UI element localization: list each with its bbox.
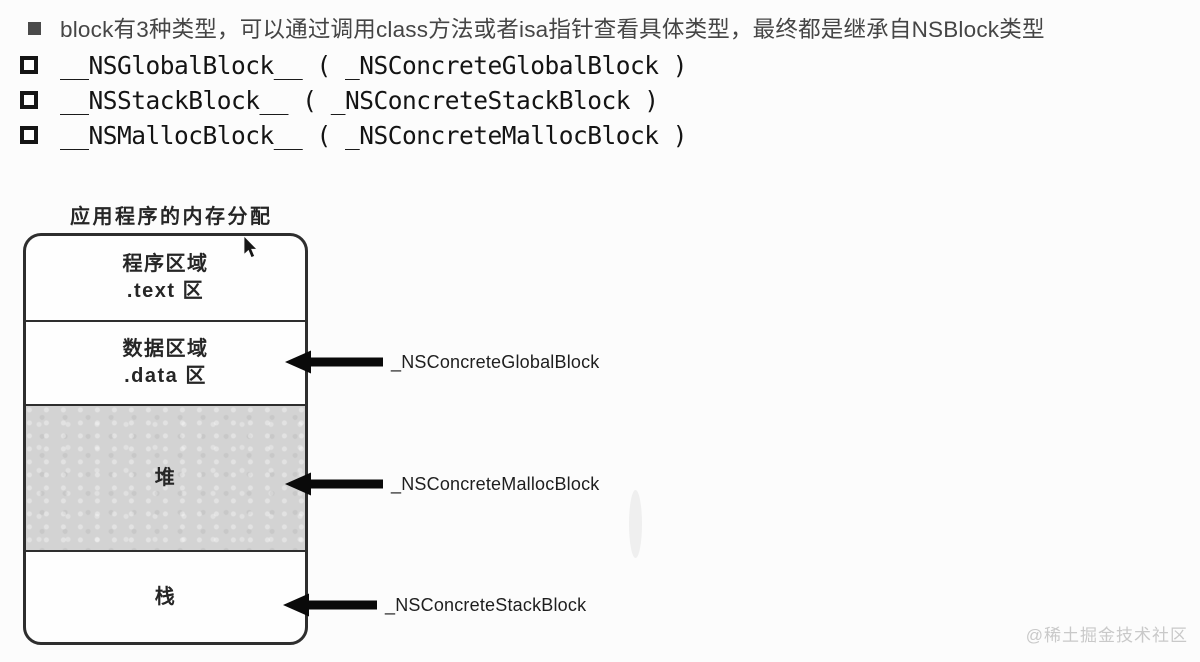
faint-smudge-artifact — [629, 490, 642, 558]
hollow-square-bullet-icon — [20, 91, 38, 109]
filled-square-bullet-icon — [28, 21, 41, 35]
left-arrow-icon — [283, 593, 377, 617]
annotation-malloc-block: _NSConcreteMallocBlock — [285, 470, 599, 498]
section-data-sublabel: .data 区 — [124, 365, 207, 387]
memory-section-heap: 堆 — [26, 404, 305, 550]
section-data-label: 数据区域 — [122, 338, 209, 360]
section-text-label: 程序区域 — [122, 253, 209, 275]
section-heap-label: 堆 — [154, 466, 177, 489]
annotation-stack-block: _NSConcreteStackBlock — [283, 591, 586, 619]
watermark: @稀土掘金技术社区 — [1025, 626, 1188, 645]
hollow-square-bullet-icon — [20, 126, 38, 144]
hollow-square-bullet-icon — [20, 56, 38, 74]
memory-section-text: 程序区域 .text 区 — [26, 236, 305, 320]
block-type-item-malloc: __NSMallocBlock__ ( _NSConcreteMallocBlo… — [20, 119, 688, 151]
annotation-global-block: _NSConcreteGlobalBlock — [285, 348, 600, 376]
left-arrow-icon — [285, 472, 383, 496]
mouse-arrow-cursor-icon — [243, 235, 258, 266]
annotation-malloc-label: _NSConcreteMallocBlock — [391, 473, 600, 494]
section-stack-label: 栈 — [154, 585, 177, 608]
block-type-item-stack: __NSStackBlock__ ( _NSConcreteStackBlock… — [20, 84, 659, 116]
memory-section-stack: 栈 — [26, 550, 305, 642]
diagram-title: 应用程序的内存分配 — [70, 206, 273, 228]
block-type-code-stack: __NSStackBlock__ ( _NSConcreteStackBlock… — [60, 85, 659, 115]
block-type-code-global: __NSGlobalBlock__ ( _NSConcreteGlobalBlo… — [60, 50, 688, 80]
intro-text: block有3种类型，可以通过调用class方法或者isa指针查看具体类型，最终… — [60, 17, 1045, 42]
annotation-global-label: _NSConcreteGlobalBlock — [391, 351, 600, 372]
block-type-item-global: __NSGlobalBlock__ ( _NSConcreteGlobalBlo… — [20, 49, 688, 81]
memory-section-data: 数据区域 .data 区 — [26, 320, 305, 404]
memory-layout-box: 程序区域 .text 区 数据区域 .data 区 堆 栈 — [23, 233, 308, 645]
left-arrow-icon — [285, 350, 383, 374]
block-type-code-malloc: __NSMallocBlock__ ( _NSConcreteMallocBlo… — [60, 120, 688, 150]
annotation-stack-label: _NSConcreteStackBlock — [385, 594, 587, 615]
intro-bullet-line: block有3种类型，可以通过调用class方法或者isa指针查看具体类型，最终… — [28, 13, 1045, 43]
section-text-sublabel: .text 区 — [126, 280, 205, 302]
